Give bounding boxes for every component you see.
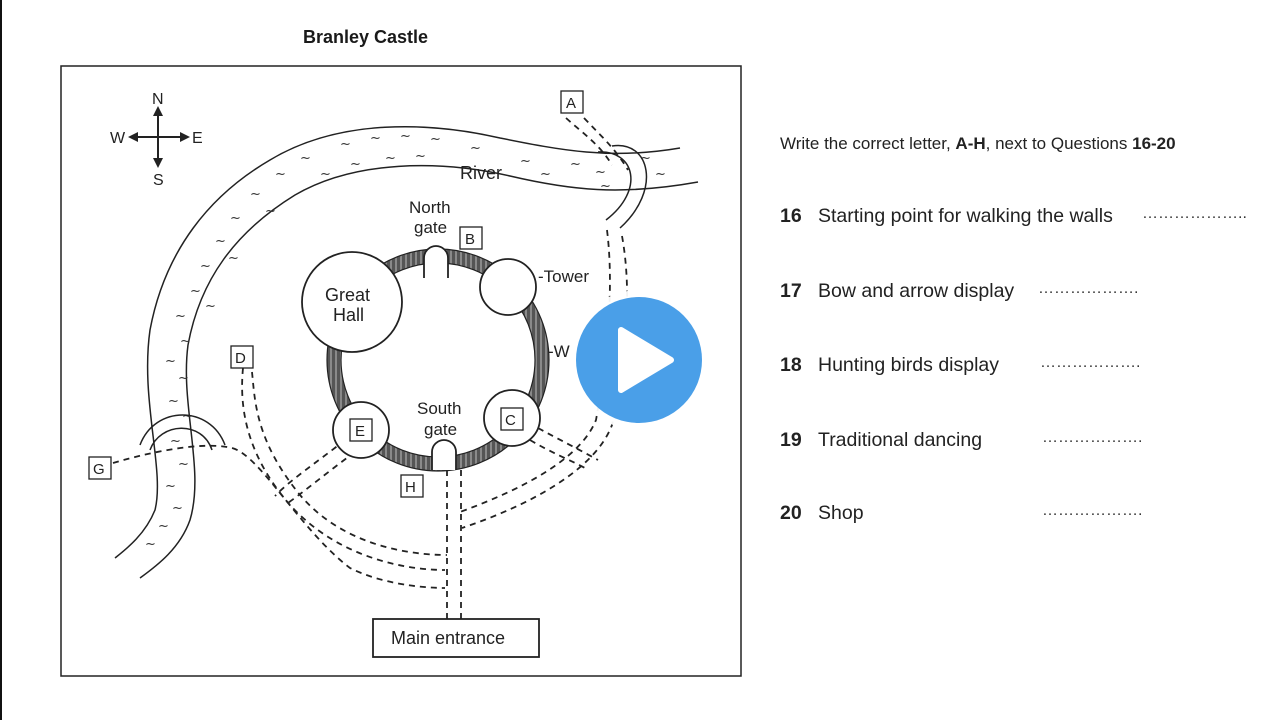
- letter-box-e: [349, 418, 373, 442]
- paths: [112, 117, 629, 620]
- svg-text:~: ~: [470, 141, 481, 156]
- svg-text:~: ~: [168, 394, 179, 409]
- svg-text:~: ~: [540, 167, 551, 182]
- letter-box-b: [459, 226, 483, 250]
- svg-text:~: ~: [180, 334, 191, 349]
- svg-text:~: ~: [520, 154, 531, 169]
- compass-east: E: [192, 130, 203, 147]
- letter-box-a: [560, 90, 584, 114]
- answer-blank-20[interactable]: ……………….: [1042, 502, 1143, 519]
- svg-text:~: ~: [370, 131, 381, 146]
- svg-text:~: ~: [172, 501, 183, 516]
- svg-text:~: ~: [595, 165, 606, 180]
- letter-b: B: [465, 231, 475, 248]
- map-frame: [60, 65, 742, 677]
- letter-c: C: [505, 412, 516, 429]
- svg-text:~: ~: [178, 457, 189, 472]
- river-label: River: [460, 163, 502, 183]
- instruction-text: Write the correct letter, A-H, next to Q…: [780, 134, 1176, 153]
- svg-text:~: ~: [350, 157, 361, 172]
- east-bridge: [597, 151, 632, 221]
- great-hall-label-1: Great: [325, 285, 370, 305]
- svg-text:~: ~: [200, 259, 211, 274]
- walls-label: -W: [548, 342, 570, 361]
- letter-box-d: [230, 345, 254, 369]
- north-gate-label-2: gate: [414, 218, 447, 237]
- svg-text:~: ~: [385, 151, 396, 166]
- north-gate: [423, 245, 449, 278]
- svg-text:~: ~: [430, 132, 441, 147]
- answer-blank-18[interactable]: ……………….: [1040, 354, 1141, 371]
- svg-text:~: ~: [640, 151, 651, 166]
- play-button[interactable]: [567, 288, 711, 432]
- letter-g: G: [93, 461, 105, 478]
- svg-text:~: ~: [205, 299, 216, 314]
- svg-text:~: ~: [570, 157, 581, 172]
- svg-text:~: ~: [158, 519, 169, 534]
- answer-blank-16[interactable]: ………………..: [1142, 205, 1247, 222]
- svg-text:~: ~: [175, 309, 186, 324]
- main-entrance-box: [372, 618, 540, 658]
- answer-blank-17[interactable]: ……………….: [1038, 280, 1139, 297]
- svg-text:~: ~: [170, 434, 181, 449]
- tower: [479, 258, 537, 316]
- svg-text:~: ~: [400, 129, 411, 144]
- letter-a: A: [566, 95, 576, 112]
- svg-text:~: ~: [230, 211, 241, 226]
- svg-text:~: ~: [340, 137, 351, 152]
- svg-text:~: ~: [655, 167, 666, 182]
- answer-blank-19[interactable]: ……………….: [1042, 429, 1143, 446]
- great-hall: [301, 251, 403, 353]
- letter-e: E: [355, 423, 365, 440]
- svg-text:~: ~: [190, 284, 201, 299]
- window-edge: [0, 0, 2, 720]
- north-gate-label-1: North: [409, 198, 451, 217]
- play-icon: [618, 327, 674, 393]
- map-title: Branley Castle: [303, 27, 429, 47]
- great-hall-label-2: Hall: [333, 305, 364, 325]
- svg-text:~: ~: [165, 354, 176, 369]
- letter-box-g: [88, 456, 112, 480]
- south-gate: [431, 439, 457, 470]
- compass: [128, 106, 190, 168]
- svg-text:~: ~: [182, 409, 193, 424]
- west-bridge: [139, 414, 226, 446]
- svg-text:~: ~: [415, 149, 426, 164]
- letter-box-c: [500, 407, 524, 431]
- compass-south: S: [153, 172, 164, 189]
- letter-h: H: [405, 479, 416, 496]
- south-gate-label-2: gate: [424, 420, 457, 439]
- svg-text:~: ~: [215, 234, 226, 249]
- compass-north: N: [152, 91, 164, 108]
- tower-label: -Tower: [538, 267, 589, 286]
- svg-text:~: ~: [300, 151, 311, 166]
- svg-text:~: ~: [145, 537, 156, 552]
- south-gate-label-1: South: [417, 399, 461, 418]
- svg-text:~: ~: [320, 167, 331, 182]
- main-entrance-label: Main entrance: [391, 628, 505, 648]
- svg-text:~: ~: [165, 479, 176, 494]
- svg-text:~: ~: [265, 204, 276, 219]
- svg-text:~: ~: [250, 187, 261, 202]
- river: ~~~ ~~~ ~~~ ~~~ ~~~ ~~~ ~~~ ~~~ ~~~ ~~~ …: [114, 125, 699, 579]
- svg-text:~: ~: [275, 167, 286, 182]
- letter-d: D: [235, 350, 246, 367]
- compass-west: W: [110, 130, 126, 147]
- letter-box-h: [400, 474, 424, 498]
- svg-text:~: ~: [228, 251, 239, 266]
- svg-text:~: ~: [600, 179, 611, 194]
- svg-text:~: ~: [178, 371, 189, 386]
